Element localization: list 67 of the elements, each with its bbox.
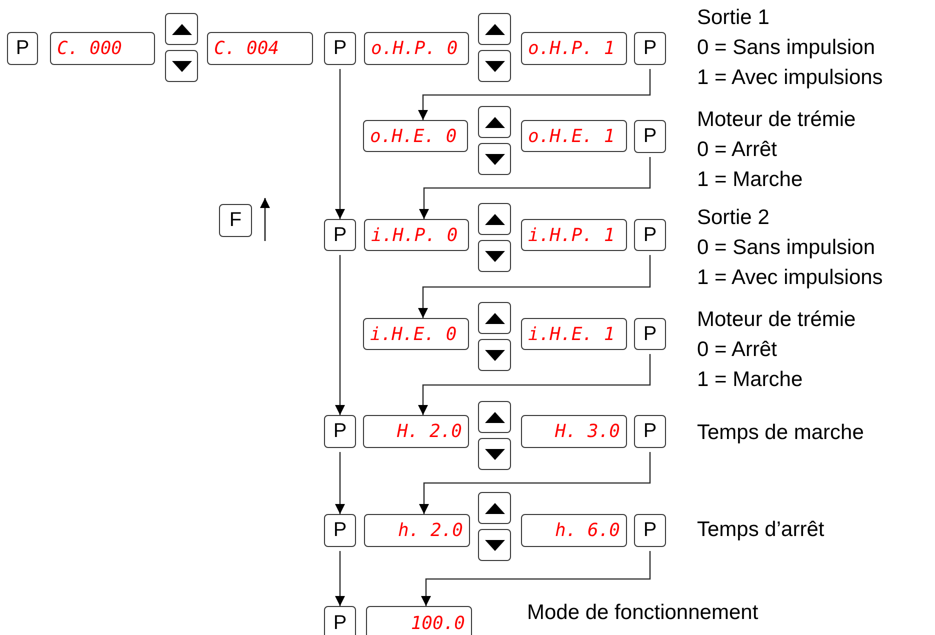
up-key — [478, 401, 511, 433]
arrow — [335, 551, 345, 606]
option-text: 0 = Sans impulsion — [697, 35, 876, 60]
segment-display: C. 004 — [207, 32, 313, 65]
heading: Temps de marche — [697, 420, 864, 445]
key-button: P — [324, 219, 356, 251]
heading: Moteur de trémie — [697, 307, 856, 332]
arrow — [418, 255, 651, 318]
key-button: P — [324, 32, 356, 65]
segment-display: o.H.E. 0 — [363, 120, 468, 152]
segment-display: i.H.P. 0 — [364, 219, 469, 251]
down-key — [478, 240, 511, 272]
option-text: 0 = Sans impulsion — [697, 235, 876, 260]
option-text: 1 = Marche — [697, 167, 803, 192]
key-button: P — [634, 32, 666, 65]
down-key — [478, 143, 511, 175]
up-key — [478, 106, 511, 138]
segment-display: h. 6.0 — [521, 514, 627, 547]
key-button: P — [324, 606, 356, 635]
arrow — [418, 354, 651, 415]
up-key — [478, 302, 511, 334]
segment-display: H. 2.0 — [363, 415, 469, 448]
segment-display: H. 3.0 — [521, 415, 627, 448]
segment-display: o.H.E. 1 — [521, 120, 627, 152]
key-button: P — [634, 514, 666, 547]
up-key — [478, 203, 511, 235]
option-text: 1 = Avec impulsions — [697, 265, 883, 290]
segment-display: o.H.P. 1 — [521, 32, 627, 65]
segment-display: i.H.E. 1 — [521, 318, 627, 350]
arrow — [419, 452, 651, 514]
key-button: P — [634, 219, 666, 251]
arrow — [418, 69, 651, 120]
down-key — [165, 50, 198, 82]
down-key — [478, 438, 511, 470]
key-button: P — [7, 32, 38, 65]
option-text: 0 = Arrêt — [697, 137, 777, 162]
segment-display: h. 2.0 — [364, 514, 470, 547]
heading: Sortie 2 — [697, 205, 770, 230]
down-key — [478, 50, 511, 82]
up-key — [478, 13, 511, 45]
key-button: P — [634, 415, 666, 448]
option-text: 1 = Marche — [697, 367, 803, 392]
arrow — [421, 551, 651, 606]
option-text: 1 = Avec impulsions — [697, 65, 883, 90]
key-button: F — [219, 204, 252, 237]
down-key — [478, 339, 511, 371]
segment-display: C. 000 — [50, 32, 155, 65]
up-key — [478, 492, 511, 524]
key-button: P — [634, 120, 666, 153]
heading: Temps d’arrêt — [697, 517, 824, 542]
arrow — [419, 157, 651, 219]
heading: Moteur de trémie — [697, 107, 856, 132]
key-button: P — [634, 318, 666, 350]
segment-display: o.H.P. 0 — [364, 32, 469, 65]
key-button: P — [324, 514, 356, 547]
arrow — [335, 452, 345, 514]
arrow — [335, 69, 345, 219]
segment-display: 100.0 — [366, 606, 472, 635]
arrow — [335, 255, 345, 415]
heading: Sortie 1 — [697, 5, 770, 30]
option-text: 0 = Arrêt — [697, 337, 777, 362]
down-key — [478, 529, 511, 561]
segment-display: i.H.E. 0 — [363, 318, 469, 350]
heading: Mode de fonctionnement — [527, 600, 758, 625]
segment-display: i.H.P. 1 — [521, 219, 627, 251]
key-button: P — [324, 415, 356, 448]
up-key — [165, 13, 198, 45]
